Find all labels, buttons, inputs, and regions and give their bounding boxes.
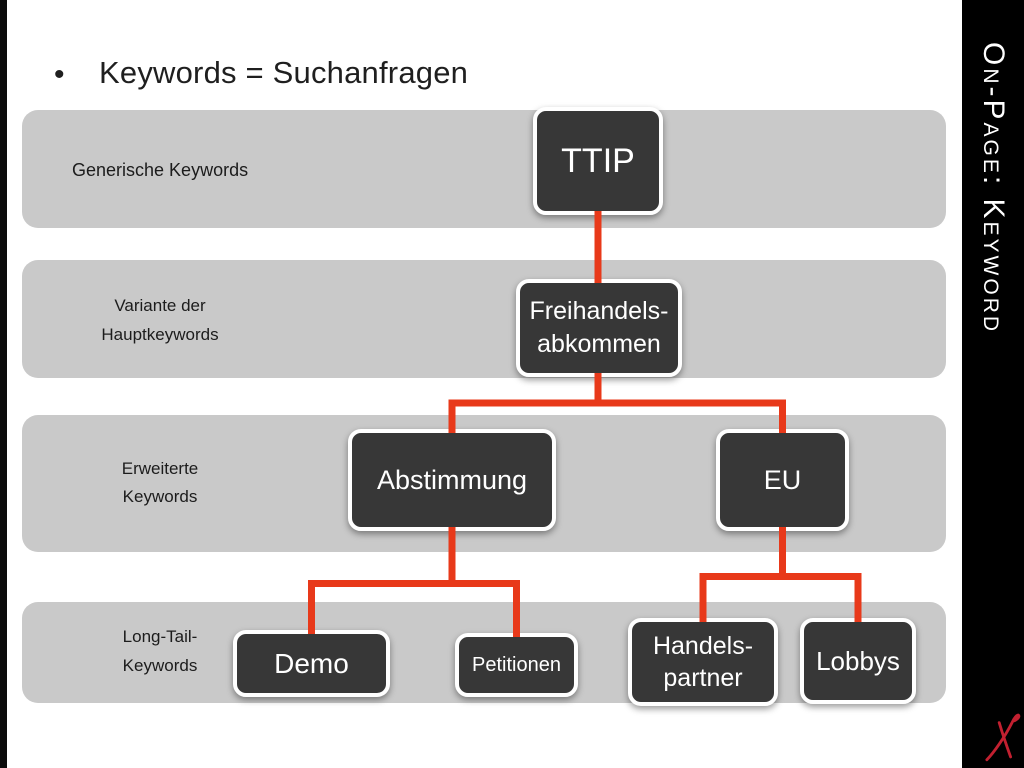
node-label: TTIP xyxy=(561,141,635,180)
node-lobbys: Lobbys xyxy=(800,618,916,704)
page-title: Keywords = Suchanfragen xyxy=(99,55,469,90)
row-label-line: Erweiterte xyxy=(121,459,199,478)
band-generische-keywords xyxy=(22,110,946,228)
sidebar: On-Page: Keyword xyxy=(962,0,1024,768)
node-label-line: partner xyxy=(663,664,743,692)
node-label-line: Freihandels- xyxy=(529,297,669,325)
node-petitionen: Petitionen xyxy=(455,633,578,697)
node-label-line: abkommen xyxy=(537,330,661,358)
node-label: Lobbys xyxy=(816,645,900,676)
row-label-line: Keywords xyxy=(122,487,198,506)
node-ttip: TTIP xyxy=(533,107,663,215)
node-label-line: Handels- xyxy=(652,632,754,660)
band-variante-hauptkeywords xyxy=(22,260,946,378)
sidebar-vertical-title: On-Page: Keyword xyxy=(977,42,1010,335)
row-label-generische: Generische Keywords xyxy=(72,160,249,180)
node-freihandelsabkommen: Freihandels- abkommen xyxy=(516,279,682,377)
row-label-line: Variante der xyxy=(114,296,206,315)
row-label-line: Keywords xyxy=(122,656,198,675)
node-abstimmung: Abstimmung xyxy=(348,429,556,531)
row-label-longtail: Long-Tail- Keywords xyxy=(70,622,250,680)
row-label-line: Long-Tail- xyxy=(122,627,198,646)
node-demo: Demo xyxy=(233,630,390,697)
title-bullet: • xyxy=(54,58,65,91)
node-label: Petitionen xyxy=(472,653,561,676)
row-label-line: Hauptkeywords xyxy=(101,325,219,344)
handwritten-x-logo-icon xyxy=(985,713,1021,762)
node-handelspartner: Handels- partner xyxy=(628,618,778,706)
row-label-variante: Variante der Hauptkeywords xyxy=(70,291,250,349)
left-border-strip xyxy=(0,0,7,768)
node-label: Abstimmung xyxy=(376,464,528,495)
row-label-erweiterte: Erweiterte Keywords xyxy=(70,455,250,511)
node-label: Demo xyxy=(274,647,349,679)
node-eu: EU xyxy=(716,429,849,531)
node-label: EU xyxy=(763,464,802,495)
